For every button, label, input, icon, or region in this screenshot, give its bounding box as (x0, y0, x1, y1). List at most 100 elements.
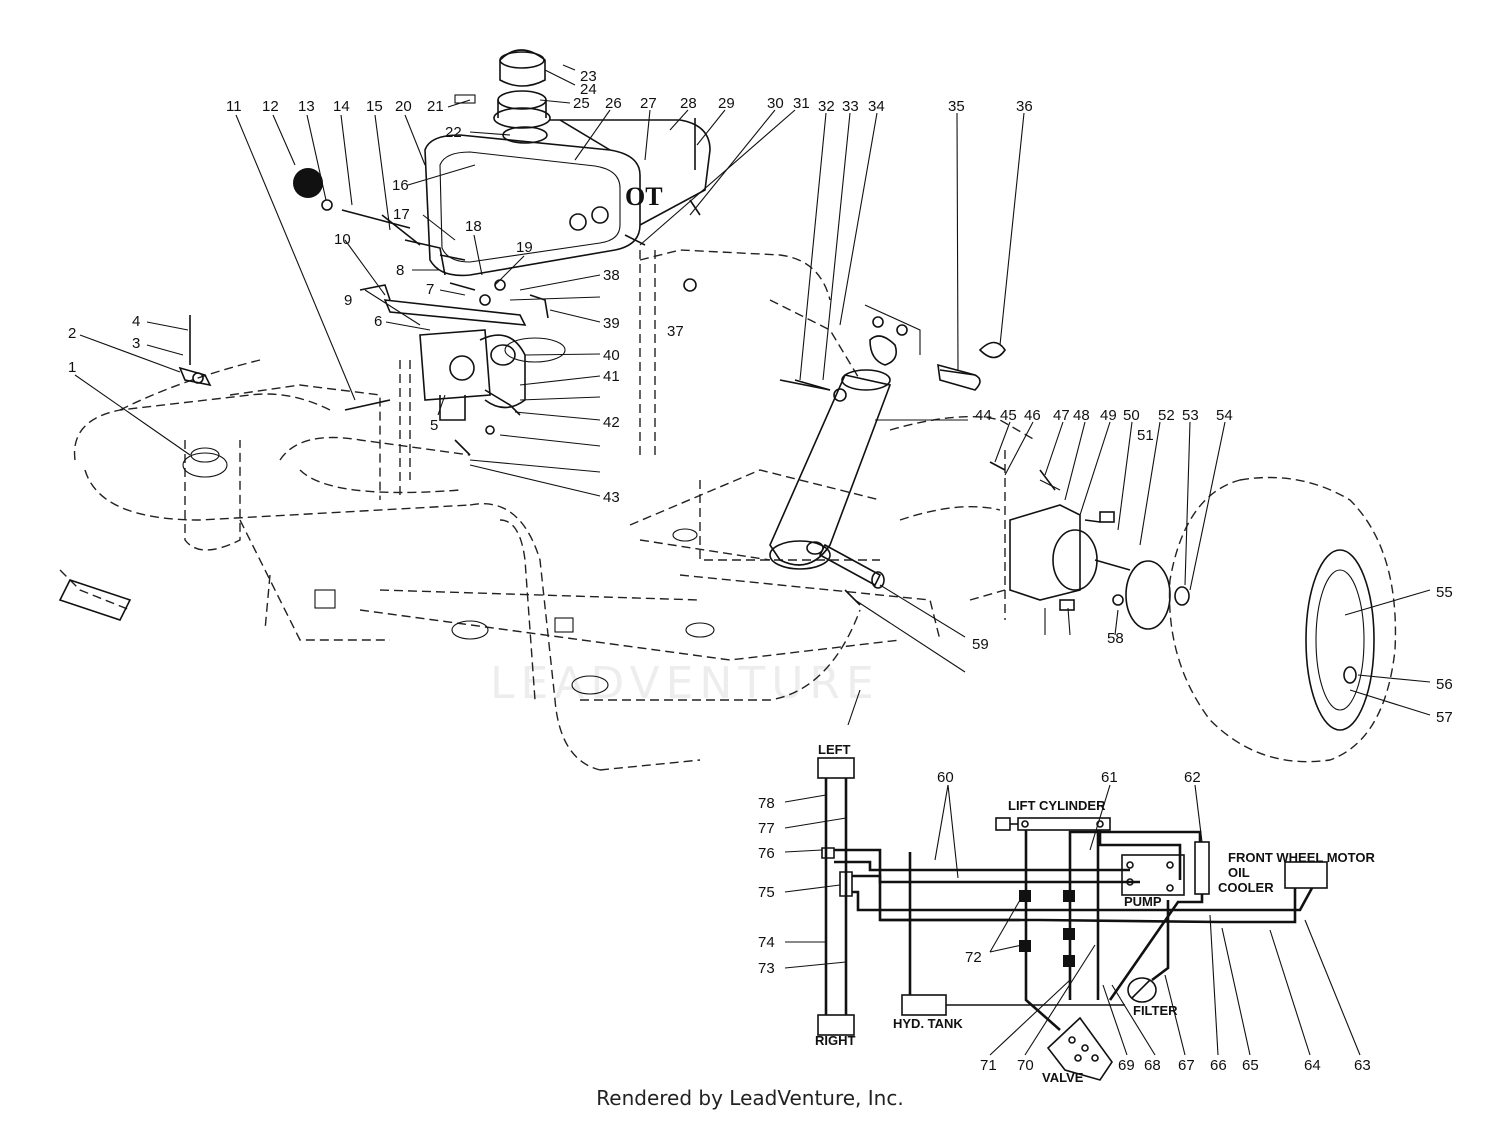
cooler-label: COOLER (1218, 880, 1274, 895)
callout-69: 69 (1118, 1057, 1135, 1074)
callout-42: 42 (603, 414, 620, 431)
hydraulic-reservoir: OT (424, 49, 711, 277)
callout-36: 36 (1016, 98, 1033, 115)
callout-8: 8 (396, 262, 404, 279)
callout-54: 54 (1216, 407, 1233, 424)
valve-label: VALVE (1042, 1070, 1084, 1085)
callout-25: 25 (573, 95, 590, 112)
leader-lines (74, 64, 1431, 726)
callout-47: 47 (1053, 407, 1070, 424)
callout-68: 68 (1144, 1057, 1161, 1074)
callout-41: 41 (603, 368, 620, 385)
callout-13: 13 (298, 98, 315, 115)
callout-37: 37 (667, 323, 684, 340)
callout-26: 26 (605, 95, 622, 112)
callout-14: 14 (333, 98, 350, 115)
hyd-tank-label: HYD. TANK (893, 1016, 963, 1031)
callout-23: 23 (580, 68, 597, 85)
callout-76: 76 (758, 845, 775, 862)
callout-12: 12 (262, 98, 279, 115)
callout-43: 43 (603, 489, 620, 506)
callout-44: 44 (975, 407, 992, 424)
pump-label: PUMP (1124, 894, 1162, 909)
callout-9: 9 (344, 292, 352, 309)
callout-73: 73 (758, 960, 775, 977)
callout-27: 27 (640, 95, 657, 112)
lift-cylinder-label: LIFT CYLINDER (1008, 798, 1106, 813)
callout-19: 19 (516, 239, 533, 256)
callout-11: 11 (226, 98, 242, 115)
left-box (817, 757, 855, 779)
callout-32: 32 (818, 98, 835, 115)
callout-66: 66 (1210, 1057, 1227, 1074)
callout-62: 62 (1184, 769, 1201, 786)
callouts: 1 2 3 4 5 6 7 8 9 10 11 12 13 14 15 16 1… (68, 68, 1453, 1074)
front-wheel-motor-label: FRONT WHEEL MOTOR (1228, 850, 1375, 865)
hydraulic-schematic (784, 757, 1361, 1081)
callout-51: 51 (1137, 427, 1154, 444)
callout-46: 46 (1024, 407, 1041, 424)
callout-39: 39 (603, 315, 620, 332)
callout-2: 2 (68, 325, 76, 342)
callout-1: 1 (68, 359, 76, 376)
callout-49: 49 (1100, 407, 1117, 424)
callout-20: 20 (395, 98, 412, 115)
pump-assembly (359, 239, 549, 456)
callout-4: 4 (132, 313, 140, 330)
callout-63: 63 (1354, 1057, 1371, 1074)
callout-10: 10 (334, 231, 351, 248)
lift-cylinder (769, 304, 981, 589)
callout-38: 38 (603, 267, 620, 284)
callout-74: 74 (758, 934, 775, 951)
callout-71: 71 (980, 1057, 997, 1074)
callout-56: 56 (1436, 676, 1453, 693)
callout-15: 15 (366, 98, 383, 115)
hardware (58, 118, 1101, 621)
callout-33: 33 (842, 98, 859, 115)
callout-16: 16 (392, 177, 409, 194)
right-label: RIGHT (815, 1033, 856, 1048)
callout-57: 57 (1436, 709, 1453, 726)
callout-5: 5 (430, 417, 438, 434)
callout-3: 3 (132, 335, 140, 352)
callout-53: 53 (1182, 407, 1199, 424)
frame (59, 249, 1036, 771)
callout-40: 40 (603, 347, 620, 364)
callout-7: 7 (426, 281, 434, 298)
right-box (817, 1014, 855, 1036)
tank-emblem: OT (625, 182, 663, 211)
callout-50: 50 (1123, 407, 1140, 424)
oil-label: OIL (1228, 865, 1250, 880)
callout-28: 28 (680, 95, 697, 112)
callout-29: 29 (718, 95, 735, 112)
callout-52: 52 (1158, 407, 1175, 424)
callout-75: 75 (758, 884, 775, 901)
callout-31: 31 (793, 95, 810, 112)
front-tire (1168, 476, 1397, 763)
callout-45: 45 (1000, 407, 1017, 424)
callout-70: 70 (1017, 1057, 1034, 1074)
callout-22: 22 (445, 124, 462, 141)
callout-30: 30 (767, 95, 784, 112)
callout-18: 18 (465, 218, 482, 235)
callout-61: 61 (1101, 769, 1118, 786)
callout-77: 77 (758, 820, 775, 837)
callout-55: 55 (1436, 584, 1453, 601)
callout-64: 64 (1304, 1057, 1321, 1074)
callout-59: 59 (972, 636, 989, 653)
callout-21: 21 (427, 98, 444, 115)
callout-35: 35 (948, 98, 965, 115)
callout-34: 34 (868, 98, 885, 115)
callout-72: 72 (965, 949, 982, 966)
wheel-motor (1009, 479, 1190, 630)
callout-6: 6 (374, 313, 382, 330)
callout-78: 78 (758, 795, 775, 812)
callout-67: 67 (1178, 1057, 1195, 1074)
left-label: LEFT (818, 742, 851, 757)
credit-footer: Rendered by LeadVenture, Inc. (596, 1086, 904, 1110)
callout-65: 65 (1242, 1057, 1259, 1074)
callout-24: 24 (580, 81, 597, 98)
callout-60: 60 (937, 769, 954, 786)
callout-48: 48 (1073, 407, 1090, 424)
